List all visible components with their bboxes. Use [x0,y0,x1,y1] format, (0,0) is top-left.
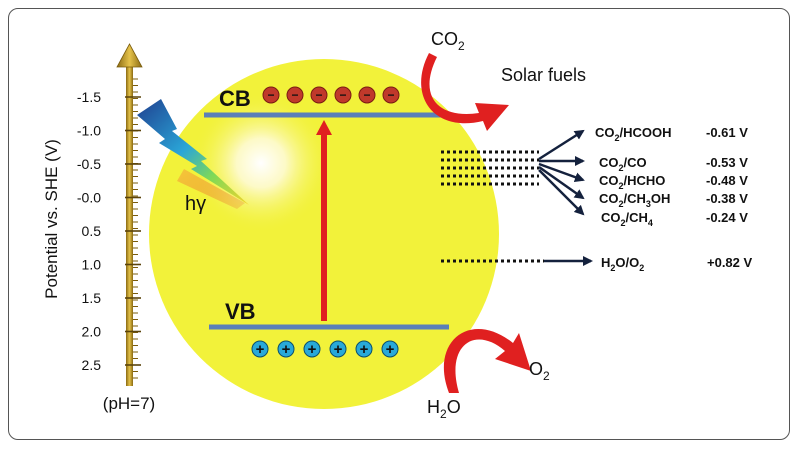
electron-symbol: − [267,88,274,102]
reaction-arrows [538,129,593,266]
axis-tick-label: 0.5 [82,223,102,239]
h2o-oxidation-arrow [443,328,531,393]
hole [277,340,295,358]
axis-tick-label: -1.5 [77,89,101,105]
electron-symbol: − [291,88,298,102]
electron [382,86,400,104]
co2-reduction-arrow [421,53,509,131]
excitation-arrow [316,120,332,321]
reaction-potential: -0.38 V [706,191,748,206]
lightning-bolt-icon [137,99,249,205]
hole [381,340,399,358]
electron [262,86,280,104]
reaction-guides [441,150,544,263]
axis-tick-label: -0.5 [77,156,101,172]
reaction-label: CO2/CH3OH [599,191,670,209]
reaction-potential: -0.53 V [706,155,748,170]
electron-row: −−−−−− [262,86,400,104]
hole [303,340,321,358]
axis-tick-label: 2.5 [82,357,102,373]
reaction-potential: -0.61 V [706,125,748,140]
potential-axis: -1.5 -1.0 -0.5 -0.0 0.5 1.0 1.5 2.0 2.5 [77,43,143,386]
diagram-frame: -1.5 -1.0 -0.5 -0.0 0.5 1.0 1.5 2.0 2.5 Potentia… [8,8,790,440]
electron [358,86,376,104]
photocatalysis-diagram: -1.5 -1.0 -0.5 -0.0 0.5 1.0 1.5 2.0 2.5 Potentia… [42,29,753,421]
light-label: hγ [185,193,206,215]
hole-symbol: + [308,341,317,358]
axis-tick-label: -1.0 [77,123,101,139]
electron-symbol: − [339,88,346,102]
electron-symbol: − [387,88,394,102]
axis-tick-label: 1.0 [82,257,102,273]
hole-symbol: + [360,341,369,358]
electron-symbol: − [363,88,370,102]
reaction-label: CO2/CH4 [601,210,653,228]
solar-fuels-label: Solar fuels [501,65,586,85]
hole-symbol: + [386,341,395,358]
reaction-potential: +0.82 V [707,255,753,270]
reaction-label: CO2/CO [599,155,647,173]
electron [286,86,304,104]
electron [310,86,328,104]
co2-label: CO2 [431,29,465,53]
reaction-label: CO2/HCHO [599,173,665,191]
axis-footer: (pH=7) [103,394,155,413]
cb-label: CB [219,86,251,111]
vb-label: VB [225,299,256,324]
hole-symbol: + [256,341,265,358]
axis-title: Potential vs. SHE (V) [42,139,61,299]
axis-tick-label: 1.5 [82,290,102,306]
axis-major-ticks: -1.5 -1.0 -0.5 -0.0 0.5 1.0 1.5 2.0 2.5 [77,89,141,373]
h2o-label: H2O [427,397,461,421]
reaction-potential: -0.48 V [706,173,748,188]
hole [355,340,373,358]
o2-label: O2 [529,359,550,383]
electron-symbol: − [315,88,322,102]
hole-symbol: + [282,341,291,358]
axis-minor-ticks [133,78,138,379]
hole [329,340,347,358]
reaction-label: CO2/HCOOH [595,125,672,143]
axis-tick-label: 2.0 [82,324,102,340]
hole [251,340,269,358]
reaction-list: CO2/HCOOH -0.61 V CO2/CO -0.53 V CO2/HCHO -0.… [595,125,753,273]
light-beam [177,169,245,209]
hole-symbol: + [334,341,343,358]
hole-row: + + + + + + [251,340,399,358]
electron [334,86,352,104]
reaction-label: H2O/O2 [601,255,644,273]
axis-tick-label: -0.0 [77,190,101,206]
reaction-potential: -0.24 V [706,210,748,225]
